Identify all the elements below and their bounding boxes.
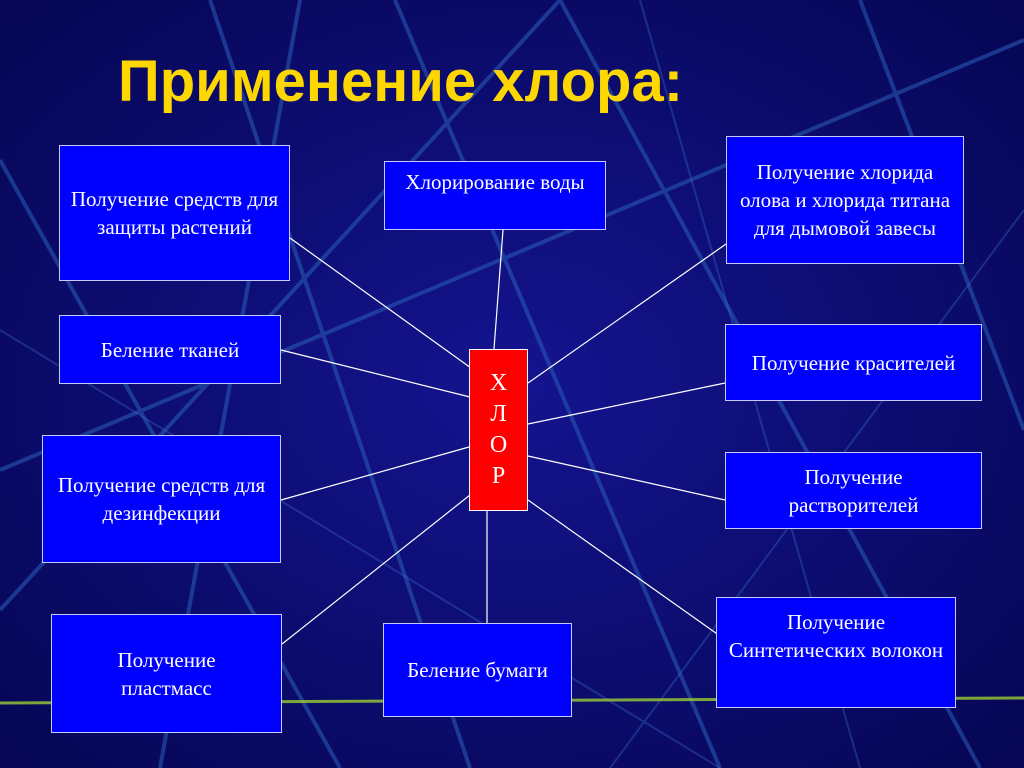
- box-plant-protection: Получение средств для защиты растений: [59, 145, 290, 281]
- box-plastics: Получение пластмасс: [51, 614, 282, 733]
- box-synthetic-fibers: Получение Синтетических волокон: [716, 597, 956, 708]
- slide-title: Применение хлора:: [118, 49, 684, 114]
- center-box-chlorine: Х Л О Р: [469, 349, 528, 511]
- box-dyes: Получение красителей: [725, 324, 982, 401]
- center-letter: Л: [490, 401, 507, 427]
- box-disinfection: Получение средств для дезинфекции: [42, 435, 281, 563]
- center-letter: Х: [489, 370, 508, 396]
- box-solvents: Получение растворителей: [725, 452, 982, 529]
- box-smoke-screen: Получение хлорида олова и хлорида титана…: [726, 136, 964, 264]
- box-paper-bleaching: Беление бумаги: [383, 623, 572, 717]
- box-fabric-bleaching: Беление тканей: [59, 315, 281, 384]
- center-letter: О: [489, 432, 508, 458]
- box-water-chlorination: Хлорирование воды: [384, 161, 606, 230]
- center-letter: Р: [491, 463, 506, 489]
